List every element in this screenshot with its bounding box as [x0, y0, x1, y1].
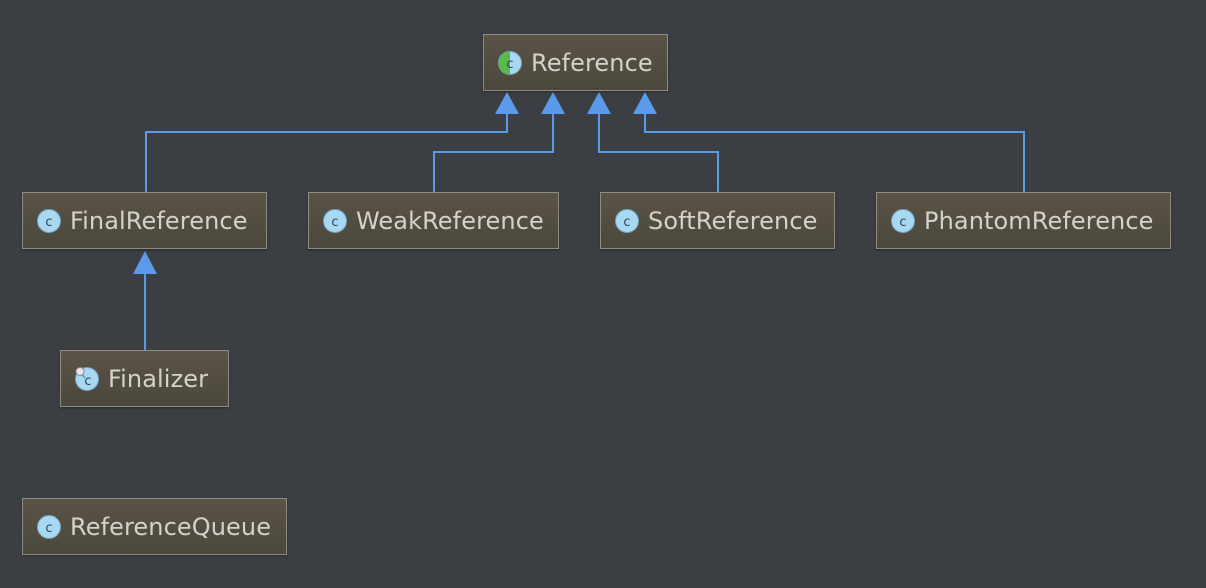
class-name: Reference: [531, 48, 653, 77]
class-icon: c: [890, 208, 916, 234]
final-class-icon: c: [74, 366, 100, 392]
edge-arrowhead: [633, 92, 657, 114]
edge-softreference-to-reference: [598, 110, 719, 192]
class-icon: c: [322, 208, 348, 234]
edge-arrowhead: [587, 92, 611, 114]
class-name: Finalizer: [108, 364, 209, 393]
class-node-finalreference[interactable]: c FinalReference: [22, 192, 267, 249]
class-node-finalizer[interactable]: c Finalizer: [60, 350, 229, 407]
class-node-phantomreference[interactable]: c PhantomReference: [876, 192, 1171, 249]
class-node-reference[interactable]: c Reference: [483, 34, 668, 91]
svg-text:c: c: [506, 57, 513, 72]
svg-text:c: c: [45, 215, 52, 230]
class-icon: c: [36, 208, 62, 234]
class-name: FinalReference: [70, 206, 248, 235]
abstract-class-icon: c: [497, 50, 523, 76]
edge-weakreference-to-reference: [433, 110, 554, 192]
class-name: ReferenceQueue: [70, 512, 272, 541]
svg-text:c: c: [45, 521, 52, 536]
class-icon: c: [36, 514, 62, 540]
class-node-weakreference[interactable]: c WeakReference: [308, 192, 559, 249]
class-name: PhantomReference: [924, 206, 1154, 235]
class-node-referencequeue[interactable]: c ReferenceQueue: [22, 498, 287, 555]
svg-text:c: c: [899, 215, 906, 230]
svg-text:c: c: [331, 215, 338, 230]
edge-phantomreference-to-reference: [644, 110, 1025, 192]
svg-text:c: c: [84, 374, 91, 389]
edge-arrowhead: [495, 92, 519, 114]
class-name: SoftReference: [648, 206, 818, 235]
edge-arrowhead: [541, 92, 565, 114]
class-node-softreference[interactable]: c SoftReference: [600, 192, 835, 249]
class-name: WeakReference: [356, 206, 544, 235]
svg-text:c: c: [623, 215, 630, 230]
class-icon: c: [614, 208, 640, 234]
edge-finalreference-to-reference: [145, 110, 508, 192]
edge-arrowhead: [133, 251, 157, 274]
